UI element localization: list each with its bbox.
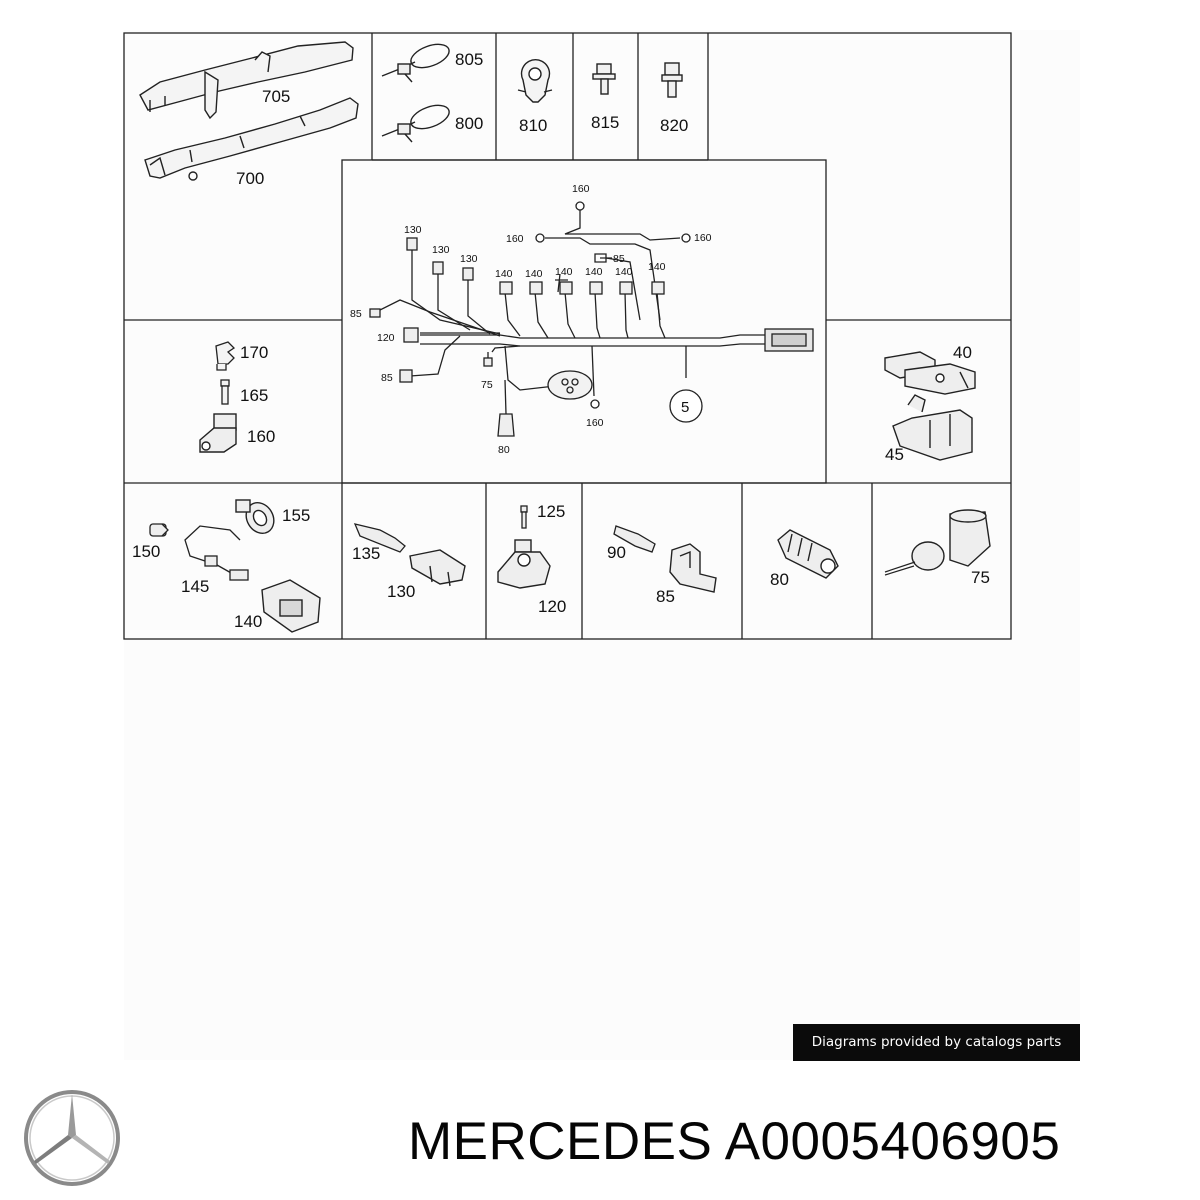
diagram-credit-caption: Diagrams provided by catalogs parts <box>793 1024 1080 1061</box>
cable-tie-800-drawing <box>381 104 450 143</box>
harness-label: 140 <box>555 266 573 278</box>
harness-label: 140 <box>648 261 666 273</box>
harness-label: 130 <box>460 253 478 265</box>
label-800: 800 <box>455 114 483 133</box>
bolt-815-drawing <box>592 63 616 95</box>
label-815: 815 <box>591 113 619 132</box>
label-80: 80 <box>770 570 789 589</box>
sensor-120-drawing <box>497 539 551 589</box>
harness-label: 140 <box>525 268 543 280</box>
label-165: 165 <box>240 386 268 405</box>
label-805: 805 <box>455 50 483 69</box>
part-title: MERCEDES A0005406905 <box>408 1108 1188 1176</box>
label-170: 170 <box>240 343 268 362</box>
label-705: 705 <box>262 87 290 106</box>
grommet-155-drawing <box>235 499 275 535</box>
connector-85-drawing <box>669 543 717 593</box>
terminal-90-drawing <box>613 525 656 553</box>
parts-diagram: 705 700 805 800 810 815 820 <box>123 32 1012 640</box>
label-130: 130 <box>387 582 415 601</box>
label-700: 700 <box>236 169 264 188</box>
harness-label: 80 <box>498 444 510 456</box>
diagram-grid <box>123 32 1012 640</box>
harness-label: 130 <box>404 224 422 236</box>
harness-label: 5 <box>681 399 689 416</box>
pin-125-drawing <box>520 505 528 529</box>
harness-label: 75 <box>481 379 493 391</box>
label-145: 145 <box>181 577 209 596</box>
clip-810-drawing <box>517 59 553 103</box>
plug-150-drawing <box>149 523 169 537</box>
pin-165-drawing <box>220 379 230 405</box>
label-45: 45 <box>885 445 904 464</box>
label-135: 135 <box>352 544 380 563</box>
harness-label: 140 <box>615 266 633 278</box>
label-120: 120 <box>538 597 566 616</box>
harness-label: 160 <box>694 232 712 244</box>
label-90: 90 <box>607 543 626 562</box>
harness-label: 140 <box>495 268 513 280</box>
sensor-lead-145-drawing <box>184 525 249 581</box>
harness-label: 160 <box>572 183 590 195</box>
label-810: 810 <box>519 116 547 135</box>
connector-80-drawing <box>777 529 839 579</box>
label-160: 160 <box>247 427 275 446</box>
cable-tie-805-drawing <box>381 43 450 83</box>
sensor-75-drawing <box>884 509 991 576</box>
label-820: 820 <box>660 116 688 135</box>
brand-name: MERCEDES <box>408 1112 713 1171</box>
connector-40-drawing <box>884 351 976 395</box>
label-155: 155 <box>282 506 310 525</box>
connector-140-drawing <box>261 579 321 633</box>
harness-label: 130 <box>432 244 450 256</box>
cable-duct-705-drawing <box>139 41 354 120</box>
harness-label: 160 <box>586 417 604 429</box>
wiring-harness-drawing <box>369 201 814 437</box>
harness-label: 85 <box>381 372 393 384</box>
harness-labels: 160 160 160 130 130 130 85 140 140 140 1… <box>350 183 712 456</box>
sensor-160-drawing <box>199 413 237 453</box>
harness-label: 120 <box>377 332 395 344</box>
terminal-135-drawing <box>353 523 406 553</box>
label-75: 75 <box>971 568 990 587</box>
label-125: 125 <box>537 502 565 521</box>
holder-45-drawing <box>892 394 973 461</box>
mercedes-star-logo <box>24 1090 120 1186</box>
stud-820-drawing <box>661 62 683 98</box>
terminal-170-drawing <box>215 341 236 371</box>
label-40: 40 <box>953 343 972 362</box>
cable-duct-700-drawing <box>144 97 359 181</box>
harness-label: 85 <box>350 308 362 320</box>
label-85: 85 <box>656 587 675 606</box>
label-150: 150 <box>132 542 160 561</box>
label-140: 140 <box>234 612 262 631</box>
part-number: A0005406905 <box>724 1112 1061 1171</box>
harness-label: 85 <box>613 253 625 265</box>
harness-label: 140 <box>585 266 603 278</box>
connector-130-drawing <box>409 549 466 587</box>
harness-label: 160 <box>506 233 524 245</box>
